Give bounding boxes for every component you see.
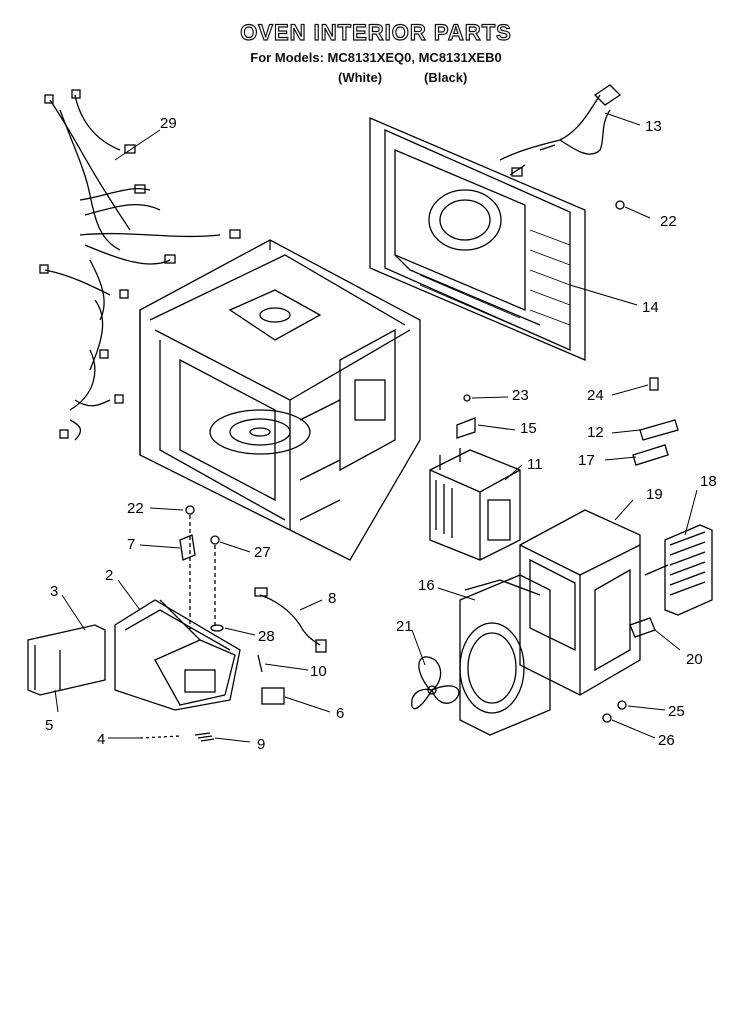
callout-19: 19 xyxy=(646,486,663,503)
screw-latch xyxy=(185,505,195,515)
callout-22-lower: 22 xyxy=(127,500,144,517)
callout-21: 21 xyxy=(396,618,413,635)
screw-bracket xyxy=(210,535,220,545)
oven-cavity xyxy=(139,239,421,561)
callout-26: 26 xyxy=(658,732,675,749)
callout-3: 3 xyxy=(50,583,58,600)
shield-plate xyxy=(27,624,106,696)
callout-14: 14 xyxy=(642,299,659,316)
callout-9: 9 xyxy=(257,736,265,753)
callout-27: 27 xyxy=(254,544,271,561)
spacer xyxy=(210,624,224,632)
interlock-switch xyxy=(261,687,285,705)
diagram-title: OVEN INTERIOR PARTS xyxy=(240,19,512,45)
air-guide-duct xyxy=(519,509,641,696)
variant-black: (Black) xyxy=(424,70,468,85)
fan-motor xyxy=(644,524,713,616)
callout-29: 29 xyxy=(160,115,177,132)
washer xyxy=(617,700,627,710)
thermal-cutout xyxy=(629,617,656,638)
callout-20: 20 xyxy=(686,651,703,668)
spring xyxy=(194,732,215,742)
choke-panel xyxy=(369,117,586,361)
callout-23: 23 xyxy=(512,387,529,404)
callout-8: 8 xyxy=(328,590,336,607)
callout-2: 2 xyxy=(105,567,113,584)
screw-lower xyxy=(602,713,612,723)
callout-25: 25 xyxy=(668,703,685,720)
switch-bracket xyxy=(114,599,241,711)
power-cord xyxy=(499,84,622,177)
callout-22: 22 xyxy=(660,213,677,230)
callout-24: 24 xyxy=(587,387,604,404)
variant-white: (White) xyxy=(338,70,383,85)
callout-28: 28 xyxy=(258,628,275,645)
callout-17: 17 xyxy=(578,452,595,469)
callout-16: 16 xyxy=(418,577,435,594)
callout-5: 5 xyxy=(45,717,53,734)
callout-4: 4 xyxy=(97,731,105,748)
callout-18: 18 xyxy=(700,473,717,490)
callout-12: 12 xyxy=(587,424,604,441)
callout-13: 13 xyxy=(645,118,662,135)
fan-housing xyxy=(459,574,551,736)
callout-10: 10 xyxy=(310,663,327,680)
screw-upper xyxy=(615,200,625,210)
pin xyxy=(139,735,181,739)
fan-blade xyxy=(411,656,460,710)
spring-pin xyxy=(257,654,263,673)
callout-11: 11 xyxy=(527,456,543,473)
latch-lever xyxy=(179,534,196,561)
switch-harness xyxy=(254,587,327,653)
callout-6: 6 xyxy=(336,705,344,722)
models-line: For Models: MC8131XEQ0, MC8131XEB0 xyxy=(250,50,502,65)
callout-7: 7 xyxy=(127,536,135,553)
magnetron xyxy=(429,394,521,561)
hinge-parts xyxy=(632,377,679,466)
callout-15: 15 xyxy=(520,420,537,437)
wire-harness xyxy=(39,89,241,441)
